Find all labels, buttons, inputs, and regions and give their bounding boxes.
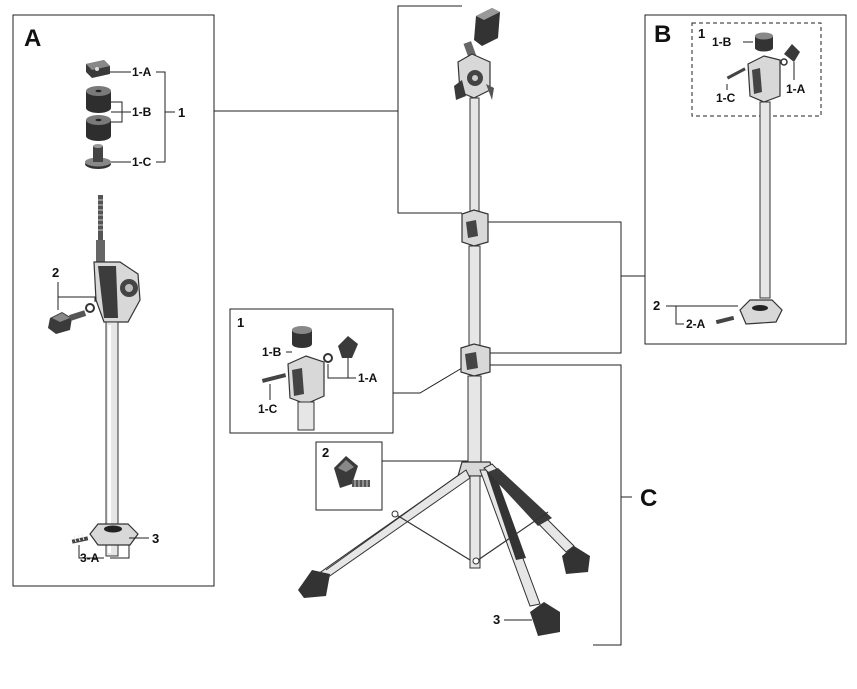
cymbal-stand [298,8,590,636]
d1-clutch-part [261,336,358,431]
label-b-1c: 1-C [716,91,736,105]
panel-c-letter: C [640,485,657,512]
label-b-2: 2 [653,298,660,313]
panel-a-frame [12,14,215,587]
panel-b-frame [644,14,847,345]
cap-nut-part [86,60,110,78]
panel-b: B 1 1-B 1-A 1-C 2 [644,14,847,345]
stand-tripod [298,461,590,636]
b-tube-part [759,101,771,299]
panel-b-detail-frame [691,22,822,117]
bracket-1 [156,71,166,163]
panel-a: A 1-A [12,14,215,587]
b-clutch-part [726,44,800,103]
label-b-1a: 1-A [786,82,806,96]
label-d1-1c: 1-C [258,402,278,416]
leader-a-3a [78,545,130,559]
label-b-2a: 2-A [686,317,706,331]
connector-a [214,110,462,214]
tube-base-part [71,523,139,546]
connector-c [486,364,622,646]
panel-b-letter: B [654,21,671,48]
label-stand-3: 3 [493,612,500,627]
stand-tilter [454,8,500,100]
label-b-1: 1 [698,26,705,41]
label-a-1b: 1-B [132,105,152,119]
tilter-and-tube-part [93,195,141,557]
label-a-3a: 3-A [80,551,100,565]
panel-a-letter: A [24,25,41,52]
stand-upper-tube [469,97,480,215]
d1-felt-part [292,326,312,348]
leader-a-2 [57,282,96,302]
stand-foot-front [530,602,560,636]
stand-foot-right [562,546,590,574]
label-a-2: 2 [52,265,59,280]
cymbal-sleeve-part [85,144,111,169]
label-a-1: 1 [178,105,185,120]
detail-2-box: 2 [315,441,383,511]
label-b-1b: 1-B [712,35,732,49]
detail-1-box: 1 1-B 1-A 1-C [229,308,394,434]
label-a-1a: 1-A [132,65,152,79]
label-d1-1a: 1-A [358,371,378,385]
label-a-3: 3 [152,531,159,546]
b-base-part [715,299,783,325]
felt-washers-part [86,86,111,141]
stand-foot-left [298,570,330,598]
stand-lower-tube [467,375,482,467]
b-felt-part [755,32,773,52]
wing-bolt-part [48,303,95,334]
label-d1-1b: 1-B [262,345,282,359]
connector-b [486,221,622,354]
label-a-1c: 1-C [132,155,152,169]
label-d1-1: 1 [237,315,244,330]
connector-d1 [393,367,463,394]
label-d2-2: 2 [322,445,329,460]
stand-middle-tube [468,245,481,349]
